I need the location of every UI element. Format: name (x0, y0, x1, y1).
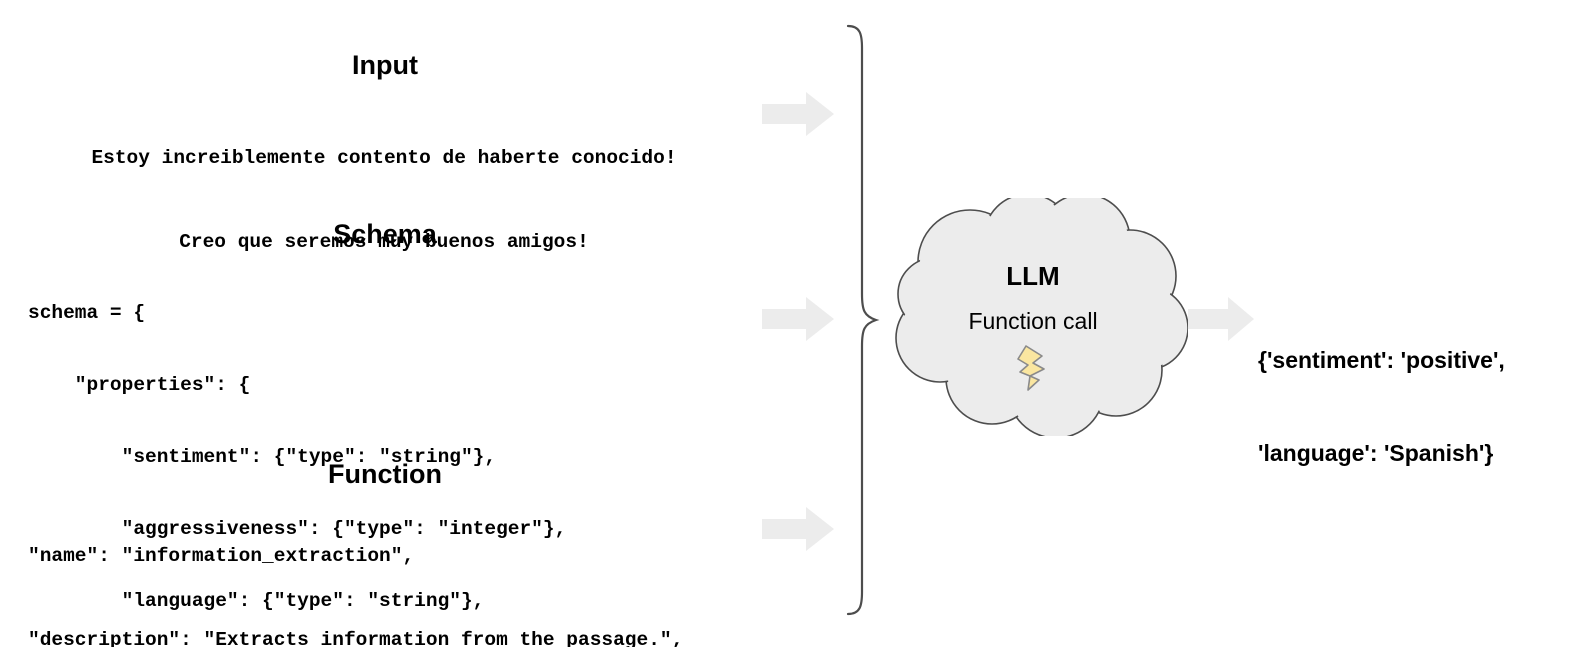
arrow-function-to-llm-icon (762, 507, 834, 551)
schema-line-1: schema = { (28, 302, 146, 324)
function-line-2: "description": "Extracts information fro… (28, 629, 684, 647)
llm-subtitle: Function call (968, 308, 1098, 334)
output-text-block: {'sentiment': 'positive', 'language': 'S… (1258, 283, 1505, 531)
schema-code-block: schema = { "properties": { "sentiment": … (28, 255, 566, 647)
function-line-1: "name": "information_extraction", (28, 545, 415, 567)
grouping-brace (846, 24, 880, 616)
schema-heading: Schema (333, 219, 437, 249)
schema-line-2: "properties": { (28, 374, 251, 396)
function-code-block: "name": "information_extraction", "descr… (28, 492, 683, 647)
schema-line-4: "aggressiveness": {"type": "integer"}, (28, 518, 567, 540)
arrow-llm-to-output-icon (1188, 297, 1254, 341)
schema-line-3: "sentiment": {"type": "string"}, (28, 446, 497, 468)
input-heading: Input (352, 50, 418, 80)
output-line-2: 'language': 'Spanish'} (1258, 440, 1494, 466)
lightning-bolt-icon (1017, 345, 1045, 391)
output-line-1: {'sentiment': 'positive', (1258, 347, 1505, 373)
input-line-1: Estoy increiblemente contento de haberte… (91, 147, 677, 169)
llm-title: LLM (1006, 261, 1060, 291)
arrow-input-to-llm-icon (762, 92, 834, 136)
input-line-2: Creo que seremos muy buenos amigos! (179, 231, 589, 253)
function-heading: Function (328, 459, 442, 489)
schema-line-5: "language": {"type": "string"}, (28, 590, 485, 612)
llm-cloud-shape (895, 198, 1188, 436)
arrow-schema-to-llm-icon (762, 297, 834, 341)
input-text-block: Estoy increiblemente contento de haberte… (0, 88, 768, 312)
